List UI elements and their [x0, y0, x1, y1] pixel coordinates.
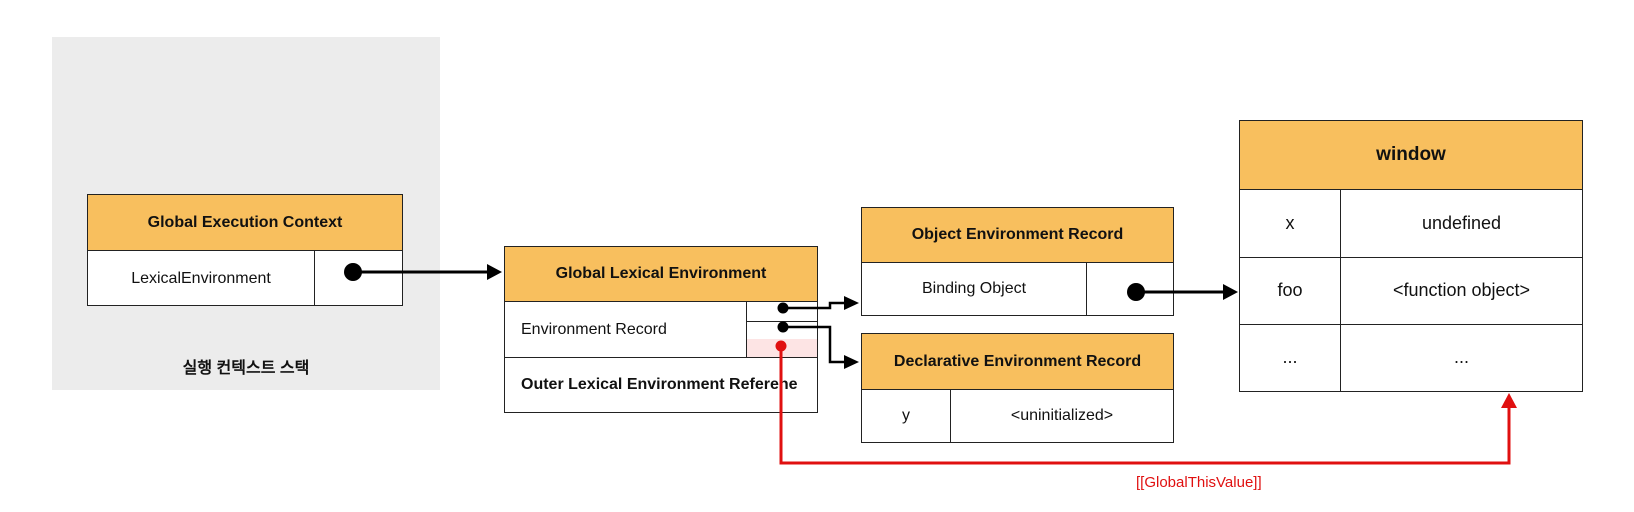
window-row-key: foo — [1277, 280, 1303, 300]
window-row-key: x — [1285, 213, 1295, 233]
global-this-label: [[GlobalThisValue]] — [1136, 474, 1262, 491]
binding-object-arrow — [1127, 283, 1238, 301]
declarative-environment-record: Declarative Environment Record y <uninit… — [861, 333, 1174, 443]
gec-title: Global Execution Context — [88, 195, 402, 251]
window-row-key: ... — [1282, 347, 1298, 367]
record-slot-object — [747, 302, 817, 322]
outer-reference-label: Outer Lexical Environment Referene — [521, 376, 798, 393]
binding-object-field: Binding Object — [921, 280, 1027, 297]
lexical-environment-arrow — [344, 263, 502, 281]
oer-title: Object Environment Record — [862, 208, 1173, 263]
object-record-arrow — [777, 296, 859, 314]
object-environment-record: Object Environment Record Binding Object — [861, 207, 1174, 316]
environment-record-label: Environment Record — [521, 321, 667, 338]
stack-caption: 실행 컨텍스트 스택 — [182, 360, 310, 377]
gle-title: Global Lexical Environment — [505, 247, 817, 302]
der-key: y — [902, 407, 910, 424]
declarative-record-arrow — [777, 321, 859, 369]
global-this-arrow — [775, 340, 1517, 465]
window-title: window — [1240, 121, 1582, 190]
der-value: <uninitialized> — [1010, 407, 1114, 424]
global-execution-context: Global Execution Context LexicalEnvironm… — [87, 194, 403, 306]
window-row-value: undefined — [1421, 213, 1502, 233]
der-title: Declarative Environment Record — [862, 334, 1173, 390]
window-object: window x undefined foo <function object>… — [1239, 120, 1583, 392]
window-row-value: <function object> — [1392, 280, 1531, 300]
global-lexical-environment: Global Lexical Environment Environment R… — [504, 246, 818, 413]
lexical-environment-field: LexicalEnvironment — [131, 269, 271, 287]
window-row-value: ... — [1453, 347, 1469, 367]
